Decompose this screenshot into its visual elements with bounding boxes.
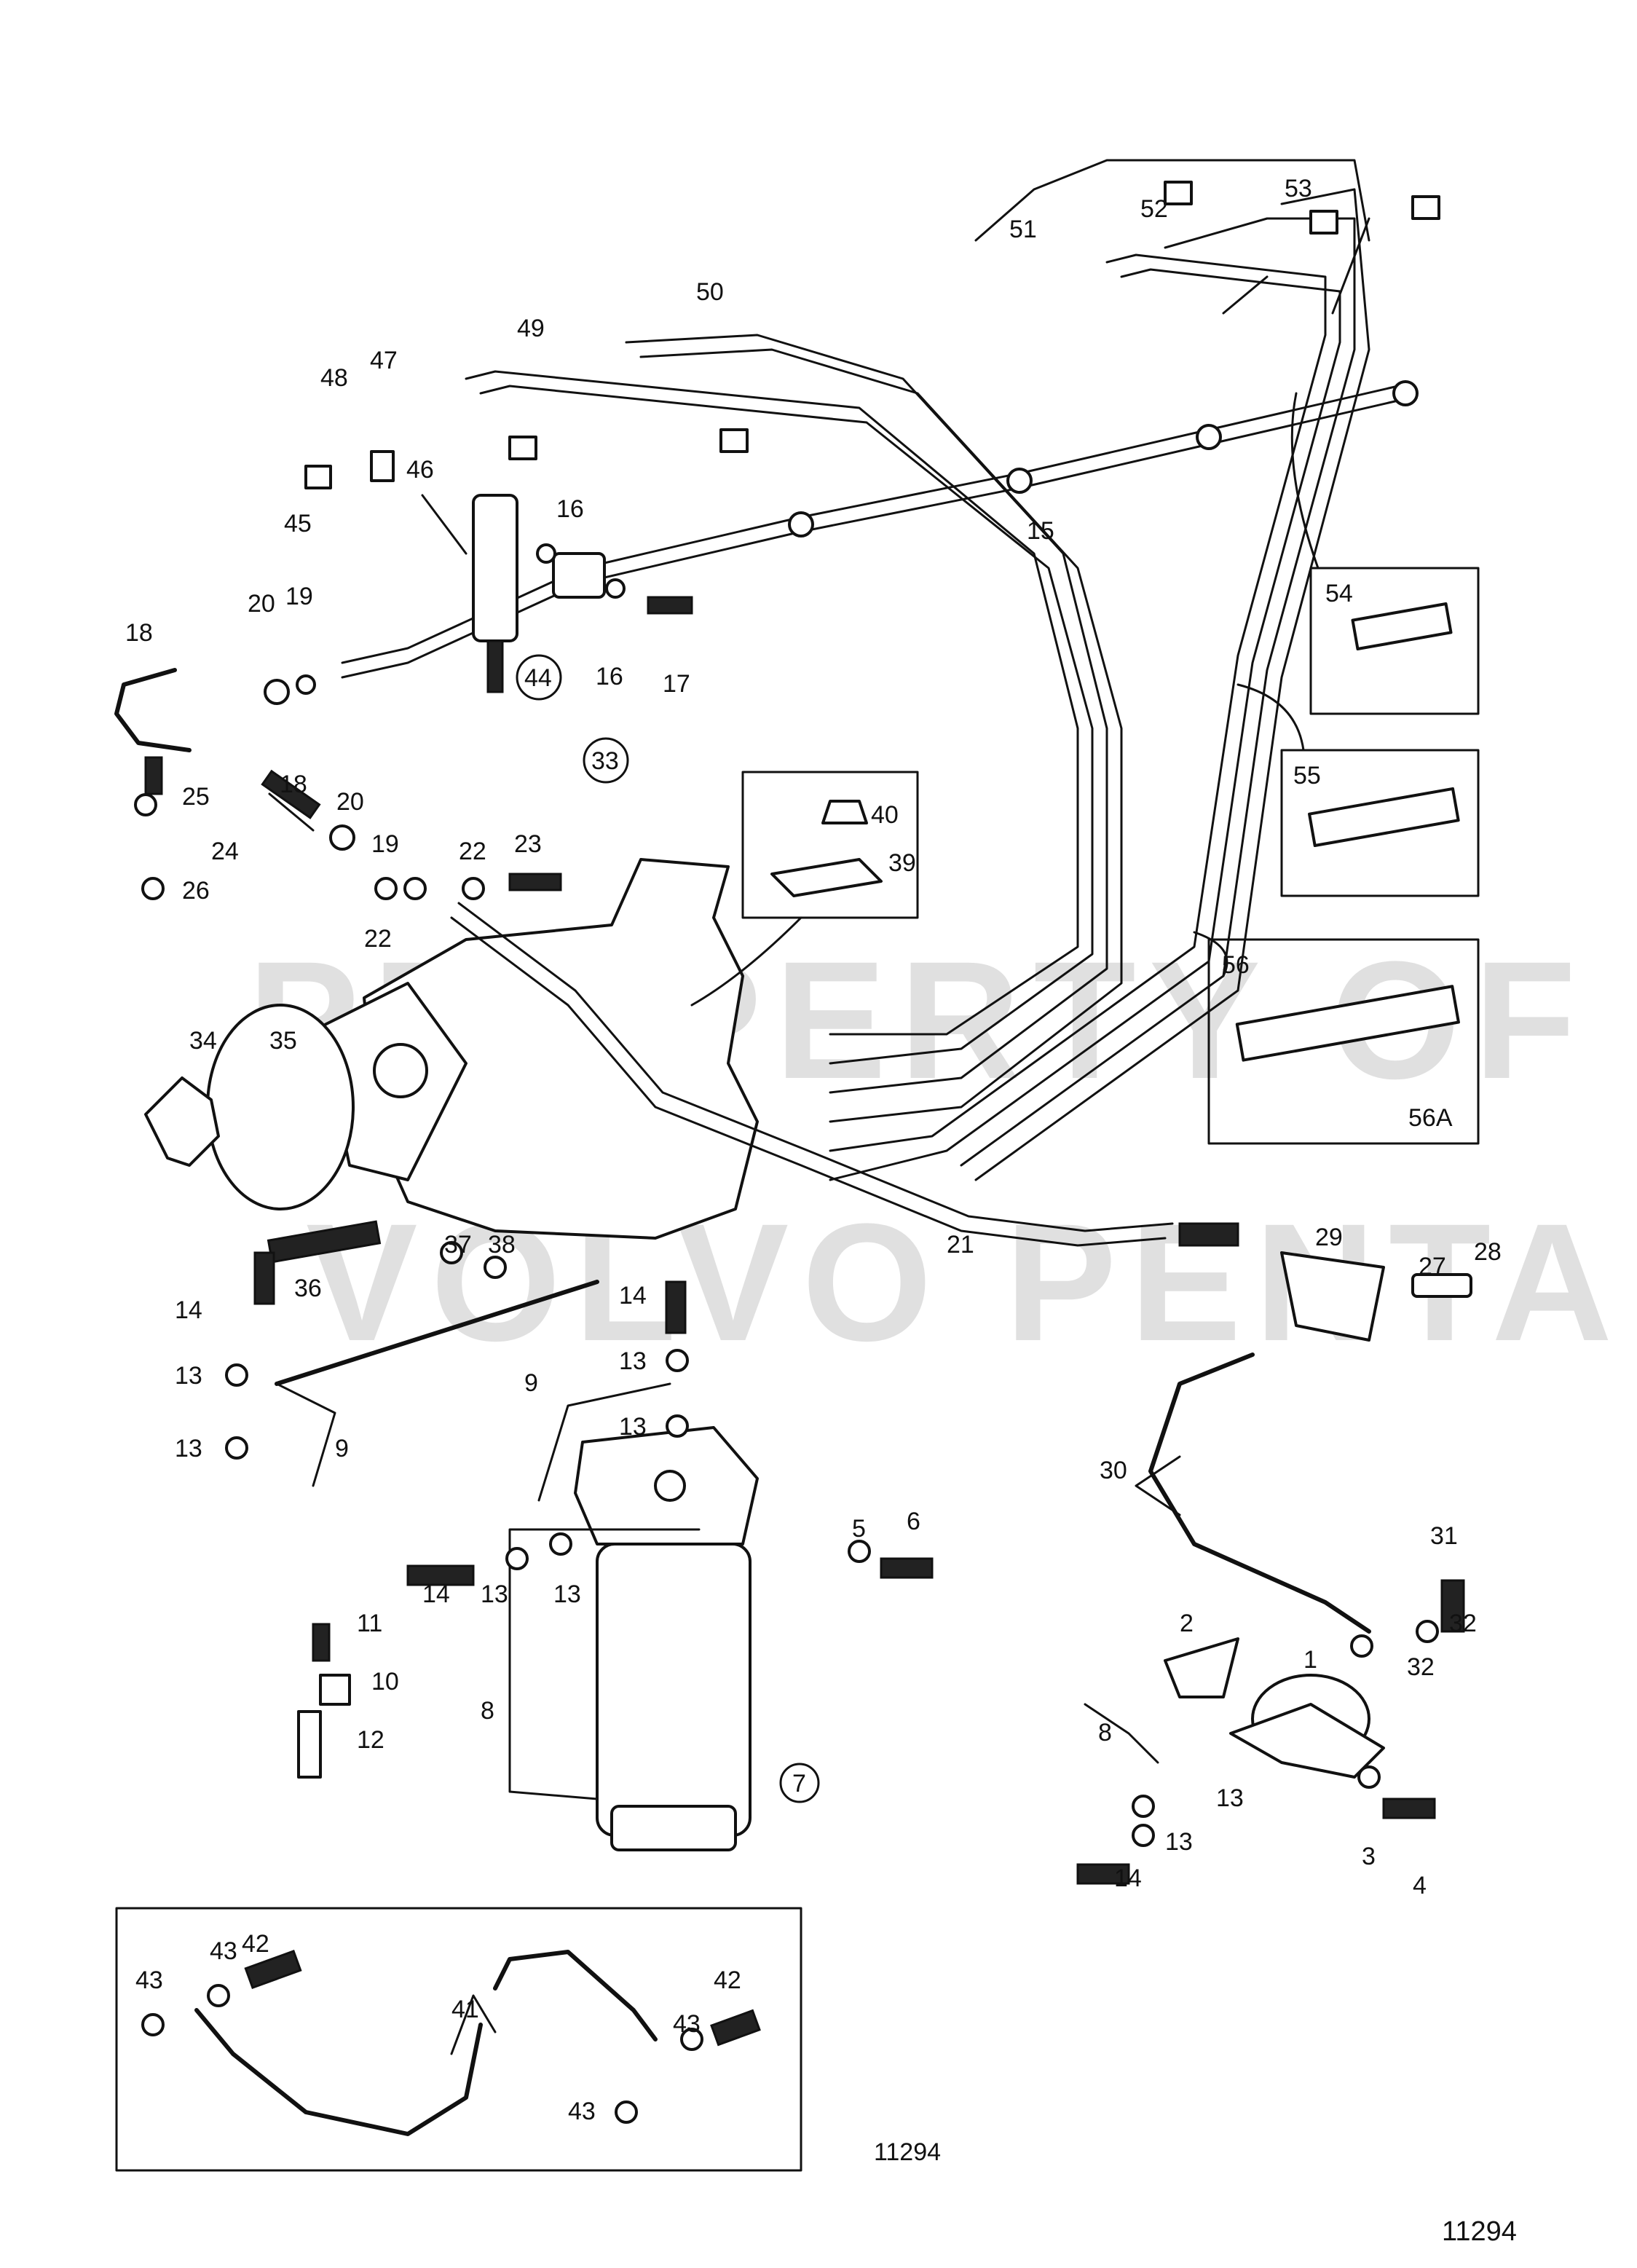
callout-26: 26: [182, 877, 210, 905]
callout-9: 9: [335, 1435, 349, 1462]
callout-13e: 13: [481, 1580, 508, 1608]
figure-number-inset: 11294: [874, 2138, 941, 2166]
callout-19b: 19: [371, 830, 399, 858]
callout-19a: 19: [285, 583, 313, 610]
callout-5: 5: [852, 1515, 866, 1543]
callout-23: 23: [514, 830, 542, 858]
fuel-hose-30: [1148, 1251, 1472, 1634]
fuel-pipe-21: [450, 902, 1239, 1247]
callout-54: 54: [1325, 580, 1353, 607]
callout-56A: 56A: [1408, 1104, 1453, 1132]
callout-9b: 9: [524, 1369, 538, 1397]
callout-25: 25: [182, 783, 210, 811]
callout-22a: 22: [459, 838, 486, 865]
callout-32b: 32: [1407, 1653, 1435, 1681]
callout-3: 3: [1362, 1843, 1376, 1870]
callout-18b: 18: [280, 771, 307, 798]
callout-13g: 13: [1216, 1784, 1244, 1812]
callout-50: 50: [696, 278, 724, 306]
callout-43b: 43: [210, 1937, 237, 1965]
injector: [472, 494, 606, 693]
callout-38: 38: [488, 1231, 516, 1259]
callout-22b: 22: [364, 925, 392, 953]
callout-13f: 13: [553, 1580, 581, 1608]
callout-4: 4: [1413, 1872, 1427, 1899]
callout-14c: 14: [422, 1580, 450, 1608]
callout-8b: 8: [1098, 1719, 1112, 1747]
callout-14d: 14: [1114, 1865, 1142, 1892]
callout-46: 46: [406, 456, 434, 484]
callout-37: 37: [444, 1231, 472, 1259]
callout-2: 2: [1180, 1610, 1194, 1637]
callout-44: 44: [524, 664, 552, 692]
callout-1: 1: [1303, 1646, 1317, 1674]
callout-31: 31: [1430, 1522, 1458, 1550]
callout-33: 33: [591, 747, 619, 775]
feed-pump: [1164, 1637, 1385, 1779]
injection-pump: [144, 858, 759, 1264]
callout-51: 51: [1009, 216, 1037, 243]
callout-16a: 16: [556, 495, 584, 523]
callout-24: 24: [211, 838, 239, 865]
callout-34: 34: [189, 1027, 217, 1055]
clamp-inset: [741, 771, 919, 919]
return-hose: [114, 668, 321, 832]
callout-10: 10: [371, 1668, 399, 1696]
callout-45: 45: [284, 510, 312, 538]
callout-15: 15: [1027, 517, 1054, 545]
callout-12: 12: [357, 1726, 384, 1754]
callout-42b: 42: [714, 1966, 741, 1994]
callout-35: 35: [269, 1027, 297, 1055]
callout-36: 36: [294, 1275, 322, 1302]
callout-17: 17: [663, 670, 690, 698]
callout-13b: 13: [175, 1435, 202, 1462]
bracket-inset-54: [1309, 567, 1480, 715]
figure-number-corner: 11294: [1442, 2216, 1517, 2247]
callout-40: 40: [871, 801, 899, 829]
callout-48: 48: [320, 364, 348, 392]
callout-13c: 13: [619, 1347, 647, 1375]
callout-55: 55: [1293, 762, 1321, 790]
callout-21: 21: [947, 1231, 974, 1259]
callout-14a: 14: [175, 1296, 202, 1324]
bracket-inset-55: [1280, 749, 1480, 897]
callout-53: 53: [1285, 175, 1312, 202]
callout-20a: 20: [248, 590, 275, 618]
callout-6: 6: [907, 1508, 920, 1535]
leader-lines: [421, 392, 1320, 2055]
callout-29: 29: [1315, 1224, 1343, 1251]
callout-13h: 13: [1165, 1828, 1193, 1856]
callout-42a: 42: [242, 1930, 269, 1958]
callout-47: 47: [370, 347, 398, 374]
callout-14b: 14: [619, 1282, 647, 1310]
callout-13d: 13: [619, 1413, 647, 1441]
fuel-pipes: [275, 1280, 1159, 1800]
callout-49: 49: [517, 315, 545, 342]
fittings: [134, 181, 1465, 1885]
callout-30: 30: [1100, 1457, 1127, 1484]
callout-52: 52: [1140, 195, 1168, 223]
callout-28: 28: [1474, 1238, 1502, 1266]
callout-27: 27: [1419, 1253, 1446, 1280]
callout-18a: 18: [125, 619, 153, 647]
callout-43d: 43: [568, 2098, 596, 2125]
callout-39: 39: [888, 849, 916, 877]
callout-43c: 43: [673, 2010, 701, 2038]
callout-13a: 13: [175, 1362, 202, 1390]
callout-16b: 16: [596, 663, 623, 690]
callout-11: 11: [357, 1610, 382, 1637]
fuel-filter: [574, 1426, 759, 1851]
hose-inset: [115, 1907, 802, 2172]
callout-7: 7: [792, 1770, 806, 1798]
leak-off-pipe: [341, 380, 1419, 679]
bracket-inset-56: [1207, 938, 1480, 1145]
callout-20b: 20: [336, 788, 364, 816]
callout-8: 8: [481, 1697, 494, 1725]
callout-labels: 1 2 3 4 5 6 7 8 8 9 9 10 11 12 13 13 13 …: [125, 175, 1502, 2125]
callout-43a: 43: [135, 1966, 163, 1994]
callout-32a: 32: [1449, 1610, 1477, 1637]
